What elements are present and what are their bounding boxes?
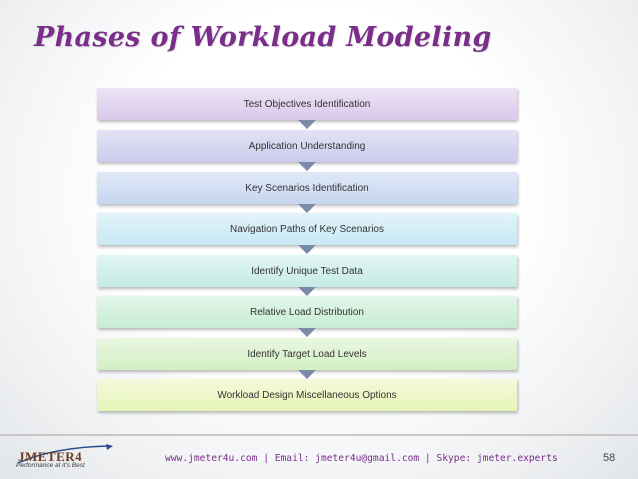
down-arrow-icon <box>298 370 316 379</box>
logo-text: JMETER4 <box>18 449 83 464</box>
step-label: Identify Unique Test Data <box>251 265 363 277</box>
step-label: Navigation Paths of Key Scenarios <box>230 223 384 235</box>
step-7: Identify Target Load Levels <box>97 338 517 370</box>
down-arrow-icon <box>298 162 316 171</box>
down-arrow-icon <box>298 287 316 296</box>
step-2: Application Understanding <box>97 130 517 162</box>
step-4: Navigation Paths of Key Scenarios <box>97 213 517 245</box>
step-label: Identify Target Load Levels <box>247 348 367 360</box>
page-number: 58 <box>603 452 616 464</box>
phase-steps: Test Objectives Identification Applicati… <box>97 88 517 411</box>
step-label: Key Scenarios Identification <box>245 182 369 194</box>
logo-tagline: Performance at it's Best <box>16 462 85 469</box>
contact-info: www.jmeter4u.com | Email: jmeter4u@gmail… <box>165 453 558 464</box>
down-arrow-icon <box>298 245 316 254</box>
step-label: Test Objectives Identification <box>243 98 371 110</box>
down-arrow-icon <box>298 328 316 337</box>
swoosh-icon <box>17 444 113 464</box>
down-arrow-icon <box>298 120 316 129</box>
step-6: Relative Load Distribution <box>97 296 517 328</box>
step-1: Test Objectives Identification <box>97 88 517 120</box>
step-label: Relative Load Distribution <box>250 306 364 318</box>
down-arrow-icon <box>298 204 316 213</box>
step-3: Key Scenarios Identification <box>97 172 517 204</box>
step-label: Workload Design Miscellaneous Options <box>217 389 397 401</box>
jmeter4-logo[interactable]: JMETER4 Performance at it's Best <box>14 443 134 473</box>
step-8: Workload Design Miscellaneous Options <box>97 379 517 411</box>
slide-title: Phases of Workload Modeling <box>34 22 492 53</box>
step-label: Application Understanding <box>248 140 366 152</box>
step-5: Identify Unique Test Data <box>97 255 517 287</box>
footer-divider <box>0 434 638 436</box>
